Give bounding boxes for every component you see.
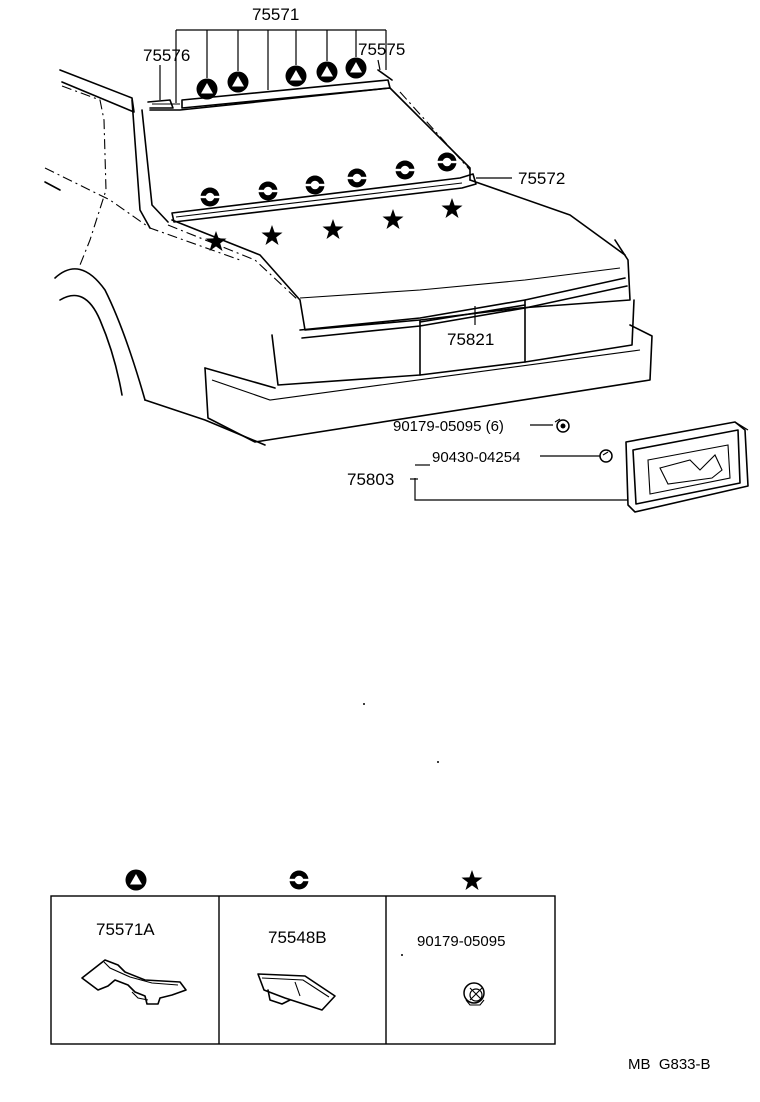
clip-75548b-drawing [257,973,336,1011]
bolt-90179-05095 [554,418,570,433]
roof-drip-moulding-75571 [147,69,393,109]
clip-75548b-icon [304,175,326,195]
part-labels: 75571 75576 75575 75572 75821 90179-0509… [143,5,565,489]
legend-ring-clip-icon [288,870,310,890]
diagram-code: MB G833-B [628,1056,711,1073]
clip-75548b-icon [257,181,279,201]
label-75572: 75572 [518,169,565,188]
legend-part-1: 75571A [96,920,155,939]
clip-75571a-drawing [81,959,187,1005]
clip-75571a-icon [196,78,218,100]
clip-75548b-icon [199,187,221,207]
clip-75571a-icon [316,61,338,83]
label-nut: 90430-04254 [432,449,520,466]
leader-lines [159,29,628,501]
car-rear-outline [44,69,653,446]
label-75576: 75576 [143,46,190,65]
bolt-star-icon [441,198,463,218]
bolt-90179-05095-drawing [463,982,485,1006]
legend-table: 75571A 75548B 90179-05095 [50,869,556,1045]
license-plate-lamp-75803 [625,421,749,513]
label-bolt-qty: 90179-05095 (6) [393,418,504,435]
legend-part-2: 75548B [268,928,327,947]
clip-75571a-icon [227,71,249,93]
label-75571: 75571 [252,5,299,24]
scan-specks [363,703,439,956]
legend-triangle-icon [125,869,147,891]
legend-part-3: 90179-05095 [417,933,505,950]
bolt-star-icon [261,225,283,245]
label-75575: 75575 [358,40,405,59]
clip-75548b-icon [436,152,458,172]
clip-75548b-icon [346,168,368,188]
clip-75548b-icon [394,160,416,180]
nut-90430-04254 [599,449,613,463]
bolt-star-icon [382,209,404,229]
legend-star-icon [461,870,483,890]
clip-75571a-icon [285,65,307,87]
back-window-moulding-75572 [171,173,477,223]
label-75803: 75803 [347,470,394,489]
clip-75571a-icon [345,57,367,79]
label-75821: 75821 [447,330,494,349]
bolt-star-icon [322,219,344,239]
bolt-symbols [205,198,463,251]
